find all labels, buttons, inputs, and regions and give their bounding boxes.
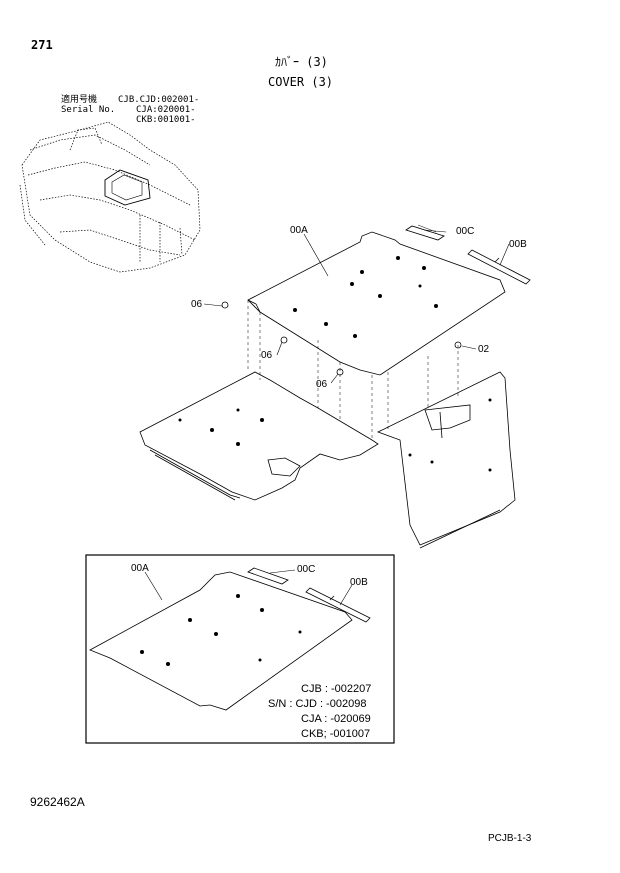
- page-code: PCJB-1-3: [488, 833, 532, 844]
- inset-serial-line: S/N : CJD : -002098: [268, 698, 367, 710]
- serial-line: CJB.CJD:002001-: [118, 95, 200, 105]
- callout-02: 02: [478, 344, 490, 355]
- inset-cover-plate-00A: [89, 571, 353, 711]
- strip-00B: [467, 249, 531, 285]
- inset-serial-line: CKB; -001007: [301, 728, 371, 740]
- plate-holes: [293, 256, 438, 338]
- serial-label-japanese: 適用号機: [61, 95, 98, 105]
- callout-00C: 00C: [456, 226, 475, 237]
- inset-serial-line: CJB : -002207: [301, 683, 372, 695]
- alignment-lines: [247, 300, 459, 440]
- inset-callout-00A: 00A: [131, 563, 149, 574]
- floor-plate: [139, 371, 379, 501]
- title-english: COVER (3): [268, 75, 334, 89]
- inset-serial-line: CJA : -020069: [301, 713, 371, 725]
- side-panel: [376, 371, 516, 549]
- callout-00A: 00A: [290, 225, 308, 236]
- callout-06: 06: [191, 299, 203, 310]
- page-number: 271: [31, 38, 53, 52]
- fasteners: [221, 301, 462, 376]
- leader-lines: [203, 229, 510, 384]
- drawing-number: 9262462A: [30, 795, 85, 809]
- floor-bracket: [267, 457, 301, 477]
- inset-callout-00C: 00C: [297, 564, 316, 575]
- inset-strip-00C: [247, 567, 289, 585]
- title-japanese: ｶﾊﾞｰ (3): [275, 55, 328, 69]
- serial-line: CJA:020001-: [136, 105, 196, 115]
- callout-06: 06: [261, 350, 273, 361]
- serial-label-english: Serial No.: [61, 105, 116, 115]
- serial-line: CKB:001001-: [136, 115, 196, 125]
- strip-00C: [405, 224, 445, 241]
- cover-plate-00A: [247, 231, 506, 376]
- callout-06: 06: [316, 379, 328, 390]
- inset-strip-00B: [305, 587, 371, 623]
- inset-callout-00B: 00B: [350, 577, 368, 588]
- callout-00B: 00B: [509, 239, 527, 250]
- machine-silhouette: [19, 121, 201, 273]
- inset-frame: [85, 554, 395, 744]
